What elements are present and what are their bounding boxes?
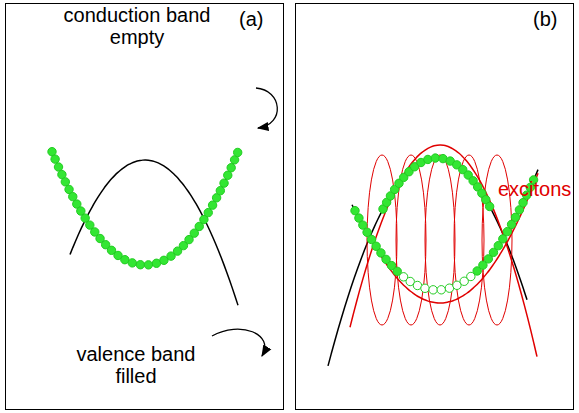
- panel-label: (a): [239, 8, 263, 30]
- panel-label: (b): [533, 8, 557, 30]
- electron-dot: [431, 154, 439, 162]
- electron-dot: [485, 202, 493, 210]
- exciton-ellipse: [367, 155, 397, 325]
- electron-dot: [227, 164, 235, 172]
- band-label: valence band filled: [66, 343, 206, 387]
- exciton-label: excitons: [498, 178, 571, 200]
- electron-dot: [136, 261, 144, 269]
- electron-dot: [51, 155, 59, 163]
- exciton-ellipse: [425, 155, 455, 325]
- panel-b-frame: [296, 4, 574, 410]
- exciton-ellipse: [454, 155, 484, 325]
- hole-dot: [429, 286, 437, 294]
- band-label: conduction band empty: [62, 4, 212, 48]
- hole-dot: [421, 284, 429, 292]
- hole-dot: [437, 286, 445, 294]
- electron-dot: [233, 148, 241, 156]
- electron-dot: [220, 179, 228, 187]
- transition-arrow: [212, 329, 265, 356]
- electron-dot: [128, 259, 136, 267]
- conduction-band: [70, 160, 238, 305]
- electron-dot: [424, 155, 432, 163]
- electron-dot: [204, 208, 212, 216]
- valence-band: [52, 152, 238, 265]
- exciton-ellipse: [396, 155, 426, 325]
- transition-arrow: [256, 88, 277, 128]
- electron-dot: [61, 178, 69, 186]
- panel-a-frame: [6, 4, 284, 410]
- exciton-conduction-band: [350, 145, 537, 357]
- electron-dot: [144, 261, 152, 269]
